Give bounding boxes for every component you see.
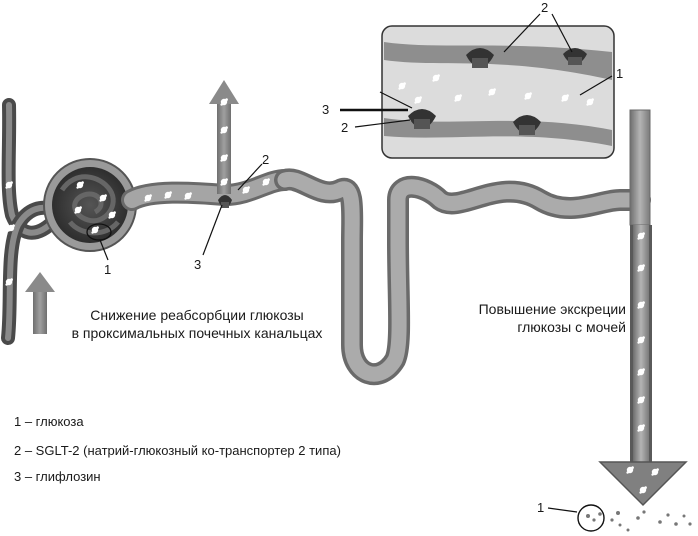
caption-reduced-reabsorption: Снижение реабсорбции глюкозы в проксимал… (62, 306, 332, 342)
callout-gliflozin-tubule: 3 (194, 257, 202, 272)
glomerulus (43, 158, 137, 252)
collecting-duct (629, 109, 652, 465)
callout-lines (99, 13, 613, 513)
callout-sglt2-inset: 2 (541, 0, 549, 15)
callout-glucose-urine: 1 (537, 500, 545, 515)
callout-sglt2-inset-lower: 2 (341, 120, 349, 135)
callout-glucose-glomerulus: 1 (104, 262, 112, 277)
callout-glucose-inset: 1 (616, 66, 624, 81)
callout-sglt2-tubule: 2 (262, 152, 270, 167)
callout-gliflozin-inset: 3 (322, 102, 330, 117)
caption-increased-excretion-line2: глюкозы с мочей (517, 319, 626, 335)
excretion-arrow (598, 232, 688, 507)
reabsorption-arrow-up (209, 80, 239, 194)
caption-increased-excretion-line1: Повышение экскреции (478, 301, 626, 317)
proximal-tubule (121, 169, 296, 211)
caption-reduced-reabsorption-line1: Снижение реабсорбции глюкозы (90, 307, 304, 323)
blood-vessels (1, 98, 62, 345)
inset-magnified-wall (381, 25, 615, 159)
legend-item-gliflozin: 3 – глифлозин (14, 469, 101, 484)
blood-flow-arrow-up (25, 272, 55, 334)
loop-of-henle (274, 168, 651, 386)
legend-item-glucose: 1 – глюкоза (14, 414, 84, 429)
urine-glucose (577, 504, 692, 532)
legend-item-sglt2: 2 – SGLT-2 (натрий-глюкозный ко-транспор… (14, 443, 341, 458)
caption-reduced-reabsorption-line2: в проксимальных почечных канальцах (71, 325, 323, 341)
caption-increased-excretion: Повышение экскреции глюкозы с мочей (464, 300, 626, 336)
